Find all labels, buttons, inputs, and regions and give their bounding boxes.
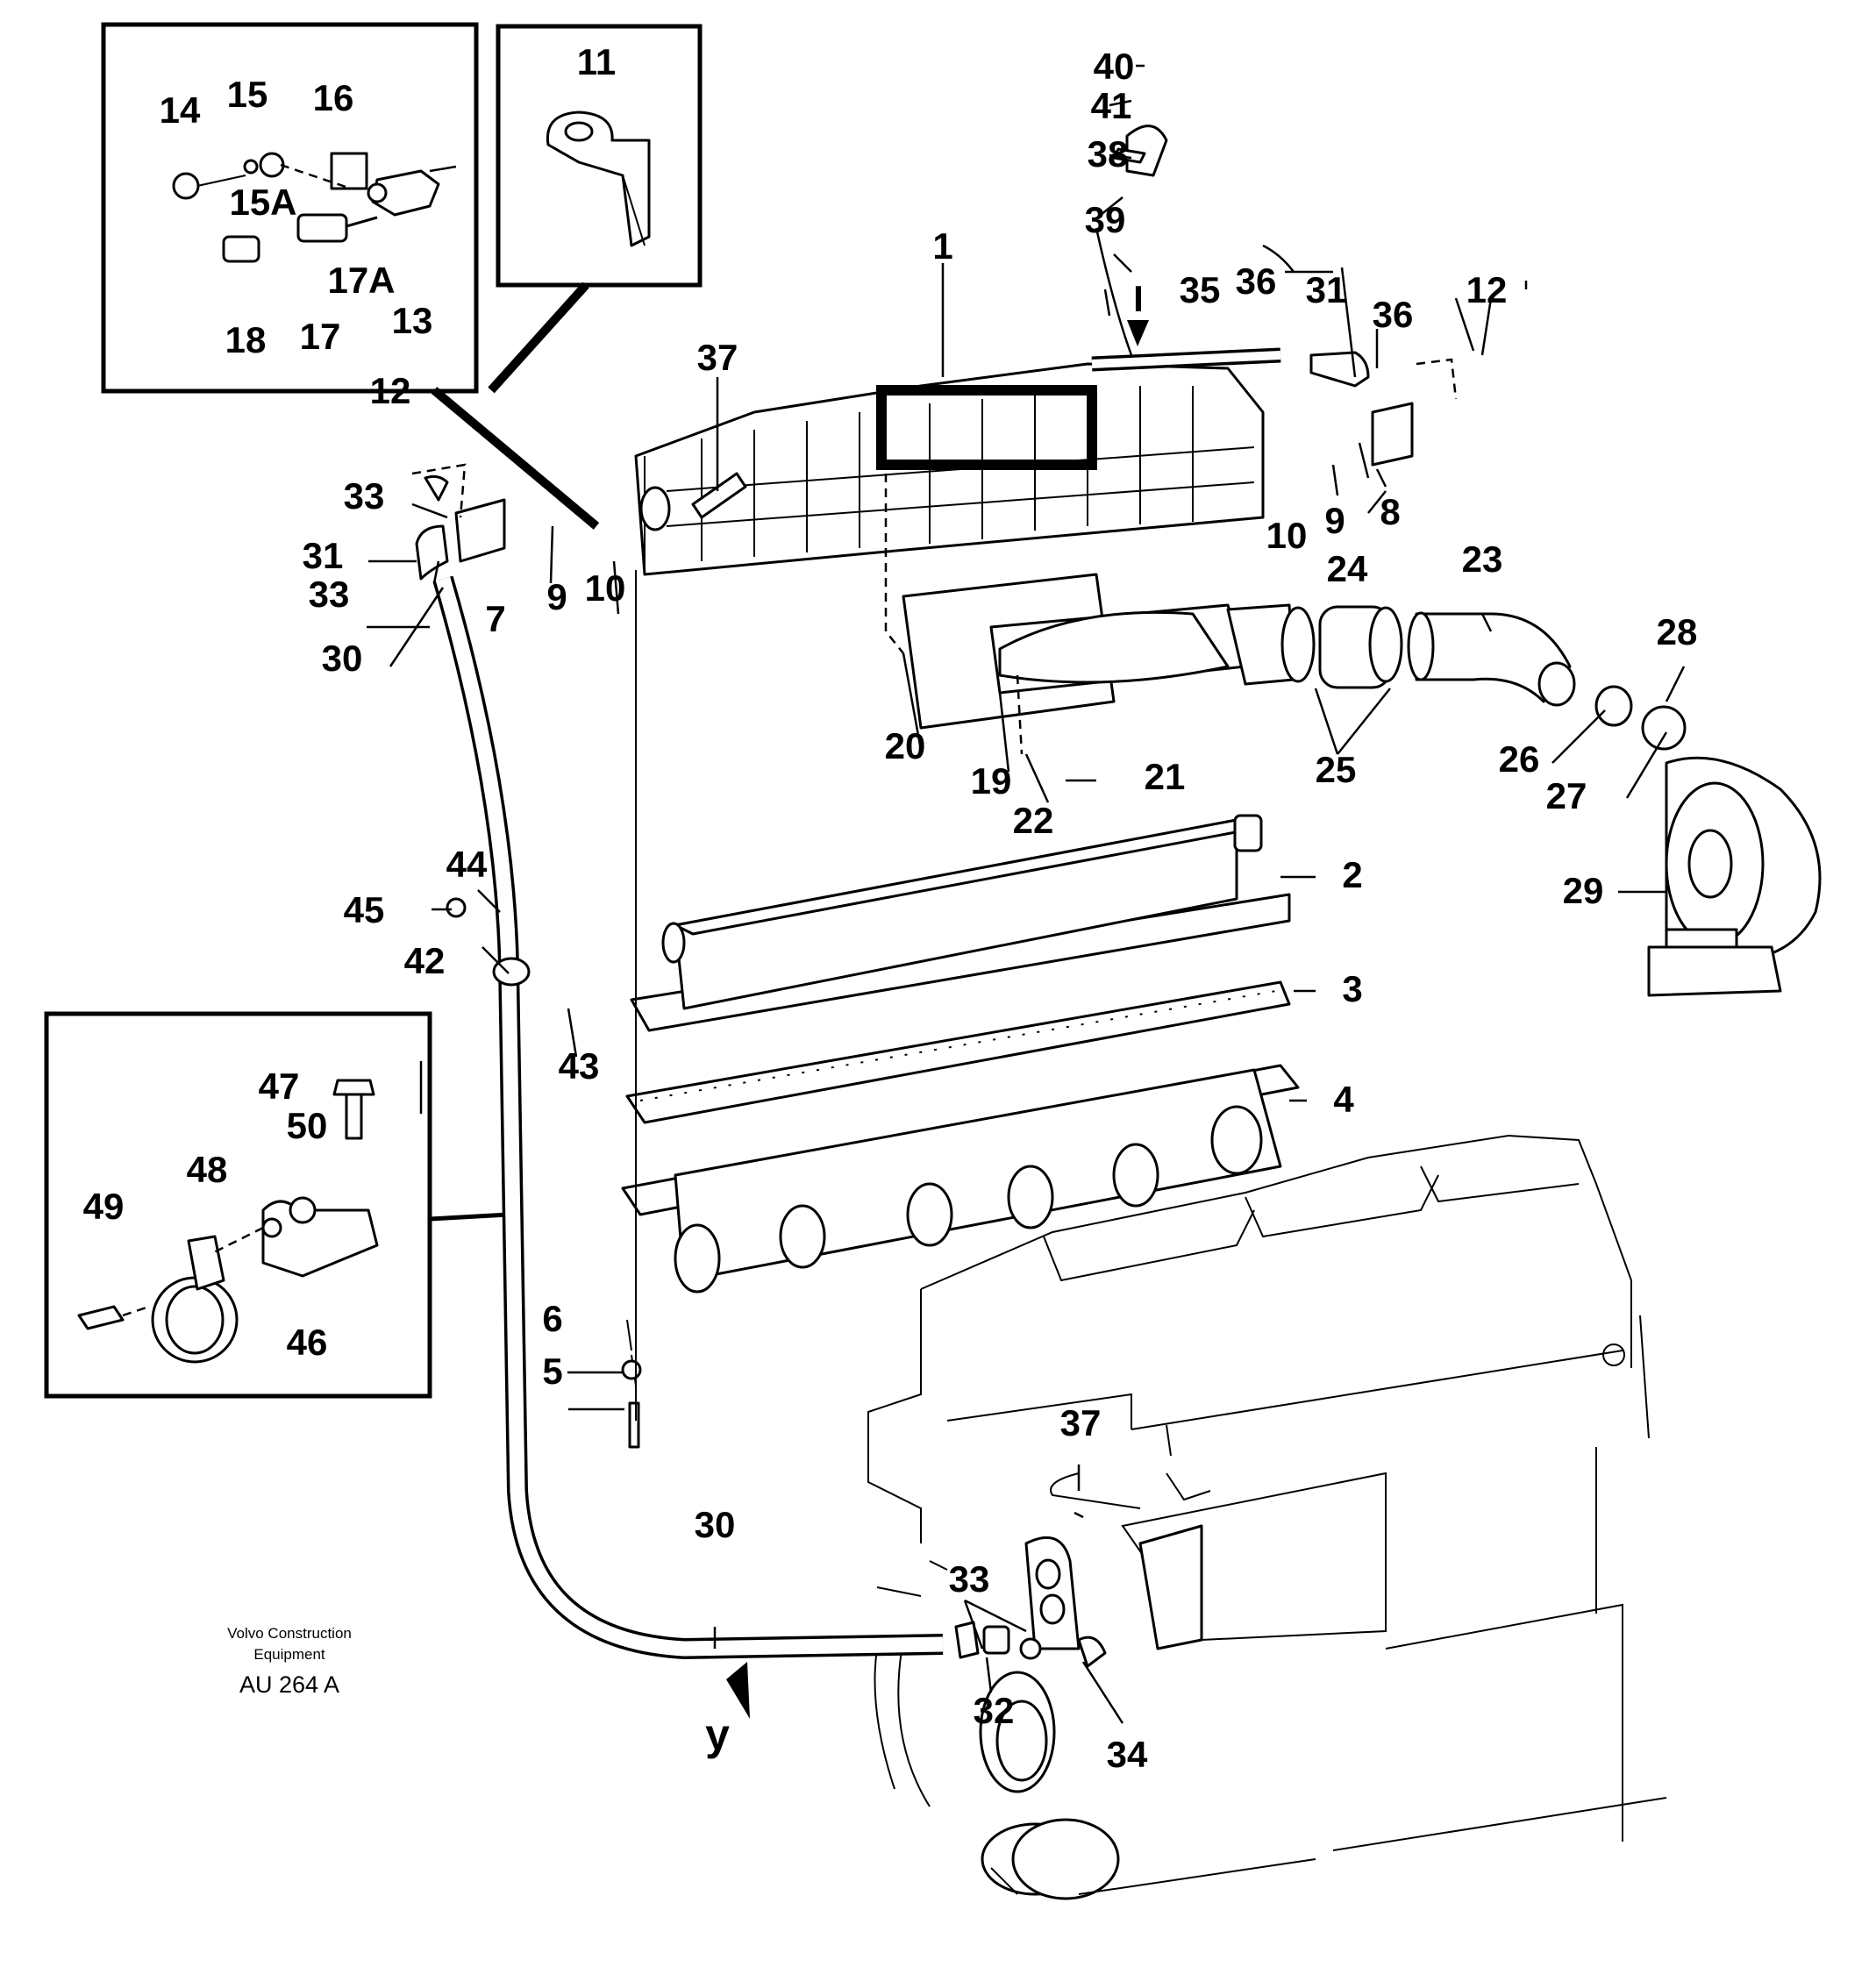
callout-label: 29 (1563, 870, 1604, 911)
small-fittings (424, 474, 1107, 1668)
callout-label: 37 (697, 337, 738, 378)
callout-label: 4 (1333, 1079, 1354, 1120)
inset-frame-bracket-11 (496, 24, 703, 288)
callout-label: 8 (1380, 491, 1400, 532)
callout-label: 5 (542, 1351, 562, 1392)
callout-label: 36 (1373, 294, 1414, 335)
callout-label: 27 (1546, 775, 1587, 816)
callout-label: 38 (1088, 133, 1129, 175)
callout-label: 13 (392, 300, 433, 341)
callout-label: 46 (287, 1322, 328, 1363)
callout-label: 32 (974, 1690, 1015, 1731)
callout-label: 10 (585, 567, 626, 609)
inset-frame-clamp-detail (44, 1011, 432, 1399)
callout-label: 45 (344, 889, 385, 930)
view-marker-bottom: y (705, 1710, 730, 1759)
callout-label: 15A (229, 182, 296, 223)
callout-label: 34 (1107, 1734, 1148, 1775)
turbocharger-29 (1647, 756, 1822, 997)
callout-label: 1 (932, 225, 952, 267)
sensor-detail-drawing (172, 152, 457, 263)
alignment-line-12-right (1416, 358, 1458, 400)
callout-label: 36 (1236, 260, 1277, 302)
callout-label: 14 (160, 89, 201, 131)
callout-label: 39 (1085, 199, 1126, 240)
callout-label: 26 (1499, 738, 1540, 780)
callout-label: 2 (1342, 854, 1362, 895)
callout-label: 35 (1180, 269, 1221, 310)
inset-pointer-clamp (429, 1212, 510, 1222)
inset-pointer-sensor (431, 387, 600, 530)
callout-label: 30 (322, 638, 363, 679)
callout-label: 24 (1327, 548, 1368, 589)
bracket-11-drawing (546, 110, 651, 247)
callout-label: 21 (1145, 756, 1186, 797)
callout-label: 18 (225, 319, 267, 360)
intake-pipe-assembly (902, 573, 1687, 751)
callout-label: 23 (1462, 538, 1503, 580)
callout-label: 12 (370, 370, 411, 411)
callout-labels: 1 2 3 4 5 6 7 8 9 9 10 10 11 12 12 13 14… (83, 41, 1698, 1775)
alignment-line-12-left (411, 463, 467, 518)
callout-label: 22 (1013, 800, 1054, 841)
view-arrow-bottom (726, 1662, 750, 1719)
callout-label: 15 (227, 74, 268, 115)
callout-label: 11 (577, 41, 616, 82)
inset-frame-sensor-detail (101, 22, 479, 394)
leader-lines (367, 64, 1686, 1724)
callout-label: 50 (287, 1105, 328, 1146)
callout-label: 47 (259, 1065, 300, 1107)
callout-label: 9 (546, 576, 567, 617)
alignment-line-20 (884, 474, 904, 654)
vent-hose-35 (415, 125, 1414, 581)
drawing-code: AU 264 A (239, 1671, 339, 1698)
callout-label: 7 (485, 598, 505, 639)
callout-label: 41 (1091, 85, 1132, 126)
view-marker-top: I (1133, 278, 1144, 319)
callout-label: 33 (309, 574, 350, 615)
callout-label: 19 (971, 760, 1012, 802)
callout-label: 25 (1316, 749, 1357, 790)
callout-label: 12 (1466, 269, 1508, 310)
callout-label: 40 (1094, 46, 1135, 87)
callout-label: 16 (313, 77, 354, 118)
callout-label: 33 (344, 475, 385, 517)
callout-label: 20 (885, 725, 926, 766)
callout-label: 6 (542, 1298, 562, 1339)
callout-label: 31 (303, 535, 344, 576)
callout-label: 17A (327, 260, 395, 301)
view-arrow-top (1127, 320, 1149, 346)
clamp-inset-drawing (77, 1079, 379, 1364)
callout-label: 33 (949, 1558, 990, 1600)
callout-label: 49 (83, 1186, 125, 1227)
callout-label: 3 (1342, 968, 1362, 1009)
callout-label: 37 (1060, 1402, 1102, 1443)
callout-label: 31 (1306, 269, 1347, 310)
engine-block-outline (867, 1134, 1667, 1900)
callout-label: 30 (695, 1504, 736, 1545)
credit-line-2: Equipment (253, 1646, 325, 1663)
intake-manifold-4 (621, 1064, 1300, 1294)
charge-air-housing-1 (634, 362, 1265, 576)
callout-label: 17 (300, 316, 341, 357)
callout-label: 48 (187, 1149, 228, 1190)
charge-air-cooler-2 (630, 814, 1291, 1032)
credit-line-1: Volvo Construction (227, 1625, 352, 1642)
callout-label: 42 (404, 940, 446, 981)
callout-label: 44 (446, 844, 488, 885)
alignment-line-21 (1016, 674, 1024, 755)
callout-label: 9 (1324, 500, 1345, 541)
callout-label: 10 (1266, 515, 1308, 556)
callout-label: 28 (1657, 611, 1698, 652)
gasket-3 (625, 980, 1291, 1124)
callout-label: 43 (559, 1045, 600, 1087)
inset-pointer-11 (488, 282, 589, 394)
